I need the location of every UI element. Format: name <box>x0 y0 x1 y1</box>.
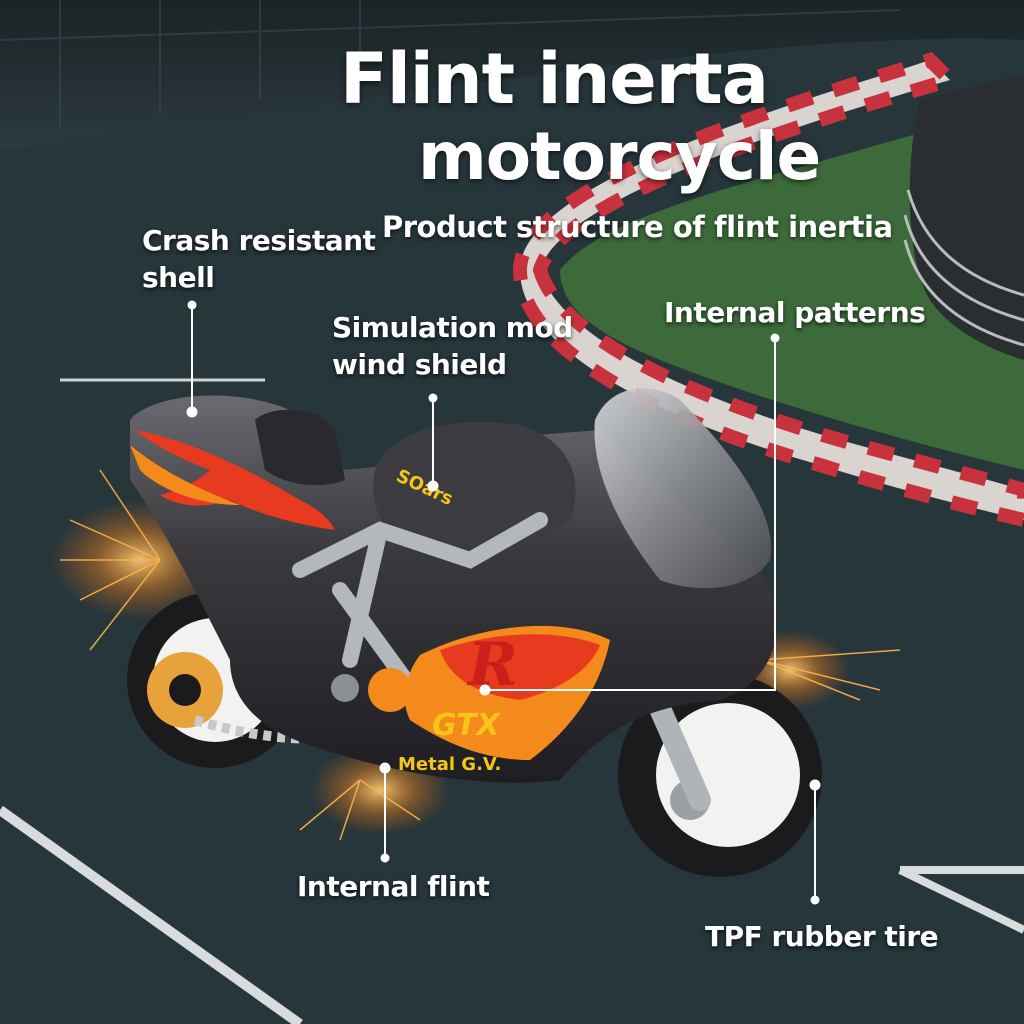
callout-flint: Internal flint <box>297 870 490 903</box>
sparks <box>60 469 901 841</box>
track-line <box>898 866 1024 934</box>
callout-windshield-line1: Simulation mod <box>332 311 573 344</box>
callout-shell-line1: Crash resistant <box>142 224 376 257</box>
brand-decal: Metal G.V. <box>398 754 501 775</box>
callout-tire: TPF rubber tire <box>705 920 939 953</box>
callout-patterns: Internal patterns <box>664 296 926 329</box>
motorcycle-toy: Metal G.V. GTX R SOars <box>127 388 822 877</box>
track-line <box>0 805 303 1024</box>
windshield <box>594 388 772 589</box>
curb-stripes <box>512 51 1024 528</box>
callout-lines <box>186 300 821 905</box>
guard-rail <box>909 75 1024 360</box>
stadium-stands <box>0 0 1024 150</box>
callout-shell: Crash resistant shell <box>142 222 376 296</box>
title-line-2: motorcycle <box>418 118 821 195</box>
callout-windshield-line2: wind shield <box>332 348 507 381</box>
model-decal: GTX <box>432 708 502 743</box>
callout-windshield: Simulation mod wind shield <box>332 309 573 383</box>
callout-shell-line2: shell <box>142 261 215 294</box>
title-line-1: Flint inerta <box>340 38 769 120</box>
flame-decal <box>135 430 335 530</box>
subtitle: Product structure of flint inertia <box>382 210 893 244</box>
curb <box>520 60 1024 520</box>
letter-decal: R <box>466 630 518 700</box>
